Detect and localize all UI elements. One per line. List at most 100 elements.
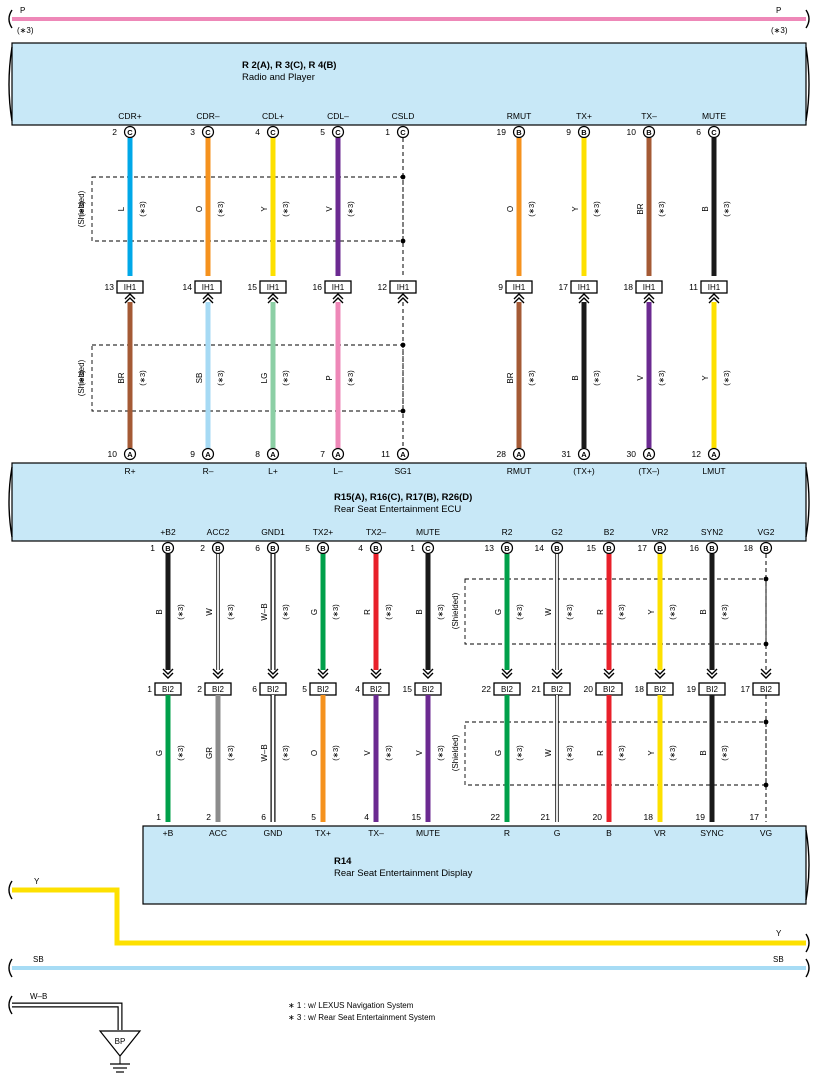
connector-icon — [369, 541, 383, 555]
junction-connector — [570, 280, 598, 294]
pin-name-bottom: VR — [654, 828, 666, 838]
junction-pin-number: 18 — [624, 282, 634, 292]
shielded-label: (Shielded) — [451, 592, 460, 629]
pin-number: 5 — [305, 543, 310, 553]
junction-pin-number: 17 — [559, 282, 569, 292]
sb-wire-right-label: SB — [773, 955, 784, 964]
pin-name-top: MUTE — [702, 111, 726, 121]
pin-number: 22 — [491, 812, 501, 822]
display-ref: R14 — [334, 856, 352, 867]
connector-letter: B — [606, 544, 612, 553]
junction-chevron — [654, 668, 666, 679]
connector-letter: B — [270, 544, 276, 553]
wire-note: (∗3) — [668, 604, 677, 620]
wire-color-code: B — [571, 375, 580, 380]
wire-note: (∗3) — [281, 604, 290, 620]
pin-name-bottom: G — [554, 828, 561, 838]
junction-connector-label: IH1 — [332, 283, 345, 292]
wb-ground-wire: W–B BP — [8, 992, 142, 1073]
pin-name-top: MUTE — [416, 527, 440, 537]
pin-number: 6 — [255, 543, 260, 553]
wire-color-code: O — [506, 206, 515, 212]
wire-note: (∗3) — [722, 370, 731, 386]
wire-note: (∗3) — [226, 745, 235, 761]
connector-letter: C — [711, 128, 717, 137]
pin-name-bottom: VG — [760, 828, 772, 838]
display-name: Rear Seat Entertainment Display — [334, 868, 473, 879]
junction-chevron — [708, 293, 720, 304]
junction-chevron — [501, 668, 513, 679]
wb-wire-outer — [12, 1002, 123, 1030]
pin-number: 1 — [156, 812, 161, 822]
junction-pin-number: 16 — [313, 282, 323, 292]
pin-number: 31 — [562, 449, 572, 459]
junction-chevron — [513, 293, 525, 304]
wire-note: (∗3) — [281, 201, 290, 217]
wire-note: (∗3) — [515, 604, 524, 620]
pin-number: 15 — [587, 543, 597, 553]
pin-number: 9 — [190, 449, 195, 459]
pin-name-top: CSLD — [392, 111, 415, 121]
pin-name-bottom: (TX–) — [638, 466, 659, 476]
junction-pin-number: 1 — [147, 684, 152, 694]
wire-color-code: W — [544, 608, 553, 616]
wire-color-code: W — [205, 608, 214, 616]
connector-letter: B — [646, 128, 652, 137]
pin-number: 7 — [320, 449, 325, 459]
connector-icon — [759, 541, 773, 555]
sb-wire: SB SB — [8, 955, 810, 978]
junction-connector-label: IH1 — [397, 283, 410, 292]
pin-number: 12 — [692, 449, 702, 459]
pin-number: 9 — [566, 127, 571, 137]
pin-number: 19 — [696, 812, 706, 822]
wire-break-left — [8, 995, 13, 1015]
pin-number: 28 — [497, 449, 507, 459]
connector-letter: B — [709, 544, 715, 553]
pin-name-bottom: SG1 — [394, 466, 411, 476]
wire-note: (∗3) — [592, 201, 601, 217]
junction-connector-label: IH1 — [267, 283, 280, 292]
wire-note: (∗3) — [565, 745, 574, 761]
connector-letter: B — [373, 544, 379, 553]
wire-note: (∗3) — [436, 745, 445, 761]
pin-name-top: B2 — [604, 527, 615, 537]
pin-name-top: R2 — [502, 527, 513, 537]
pin-name-top: VR2 — [652, 527, 669, 537]
connector-letter: B — [165, 544, 171, 553]
pin-name-top: TX2– — [366, 527, 387, 537]
connector-letter: C — [335, 128, 341, 137]
connector-icon — [705, 541, 719, 555]
junction-chevron — [397, 293, 409, 304]
junction-connector-label: IH1 — [202, 283, 215, 292]
junction-pin-number: 19 — [687, 684, 697, 694]
wire-color-code: V — [363, 750, 372, 756]
junction-chevron — [603, 668, 615, 679]
pin-name-top: CDL+ — [262, 111, 284, 121]
wire-note: (∗3) — [384, 604, 393, 620]
shielded-label: (Shielded) — [77, 190, 86, 227]
wire-note: (∗3) — [384, 745, 393, 761]
wire-note: (∗3) — [722, 201, 731, 217]
pin-name-bottom: R+ — [124, 466, 135, 476]
wire-note: (∗3) — [565, 604, 574, 620]
connector-letter: A — [516, 450, 522, 459]
wire-note: (∗3) — [720, 745, 729, 761]
wire-color-code: Y — [701, 375, 710, 381]
pin-name-top: TX– — [641, 111, 657, 121]
junction-connector — [194, 280, 222, 294]
pin-number: 18 — [744, 543, 754, 553]
wire-color-code: Y — [647, 750, 656, 756]
wire-note: (∗3) — [436, 604, 445, 620]
junction-chevron — [267, 668, 279, 679]
junction-connector — [324, 280, 352, 294]
junction-pin-number: 15 — [403, 684, 413, 694]
junction-connector-label: IH1 — [708, 283, 721, 292]
connector-letter: A — [581, 450, 587, 459]
ecu-box — [11, 462, 807, 542]
connector-letter: B — [581, 128, 587, 137]
wire-color-code: G — [155, 750, 164, 756]
wire-note: (∗3) — [216, 370, 225, 386]
pin-name-top: CDR– — [196, 111, 219, 121]
wire-color-code: O — [195, 206, 204, 212]
